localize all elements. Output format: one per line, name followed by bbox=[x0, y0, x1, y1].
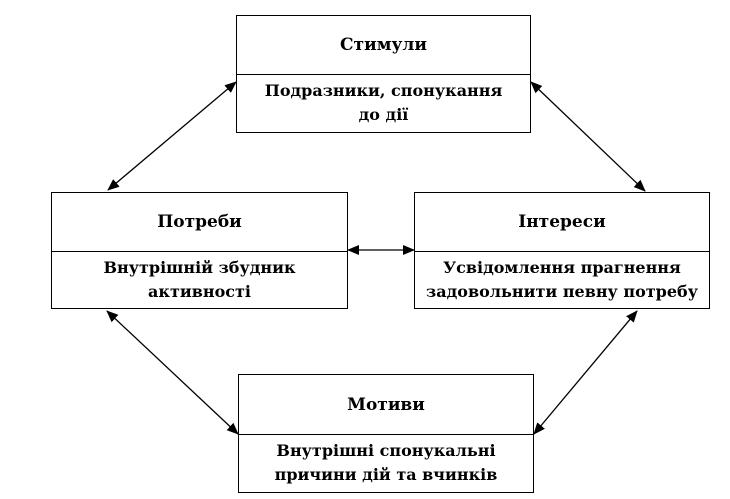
node-motives-body: Внутрішні спонукальні причини дій та вчи… bbox=[274, 441, 498, 484]
node-motives-title: Мотиви bbox=[239, 375, 533, 435]
arrow-interests-motives bbox=[533, 310, 638, 435]
node-needs: Потреби Внутрішній збудник активності bbox=[51, 192, 348, 309]
arrow-needs-motives bbox=[106, 310, 239, 435]
node-interests: Інтереси Усвідомлення прагнення задоволь… bbox=[414, 192, 710, 309]
node-interests-body: Усвідомлення прагнення задовольнити певн… bbox=[426, 257, 698, 301]
node-needs-body: Внутрішній збудник активності bbox=[103, 257, 296, 301]
node-motives: Мотиви Внутрішні спонукальні причини дій… bbox=[238, 374, 534, 493]
node-needs-title: Потреби bbox=[52, 193, 347, 252]
node-stimuli-body: Подразники, спонукання до дії bbox=[264, 81, 503, 124]
arrow-stimuli-interests bbox=[530, 81, 646, 192]
node-stimuli-title: Стимули bbox=[237, 16, 530, 75]
arrow-stimuli-needs bbox=[107, 81, 237, 191]
node-interests-title: Інтереси bbox=[415, 193, 709, 252]
node-stimuli: Стимули Подразники, спонукання до дії bbox=[236, 15, 531, 133]
